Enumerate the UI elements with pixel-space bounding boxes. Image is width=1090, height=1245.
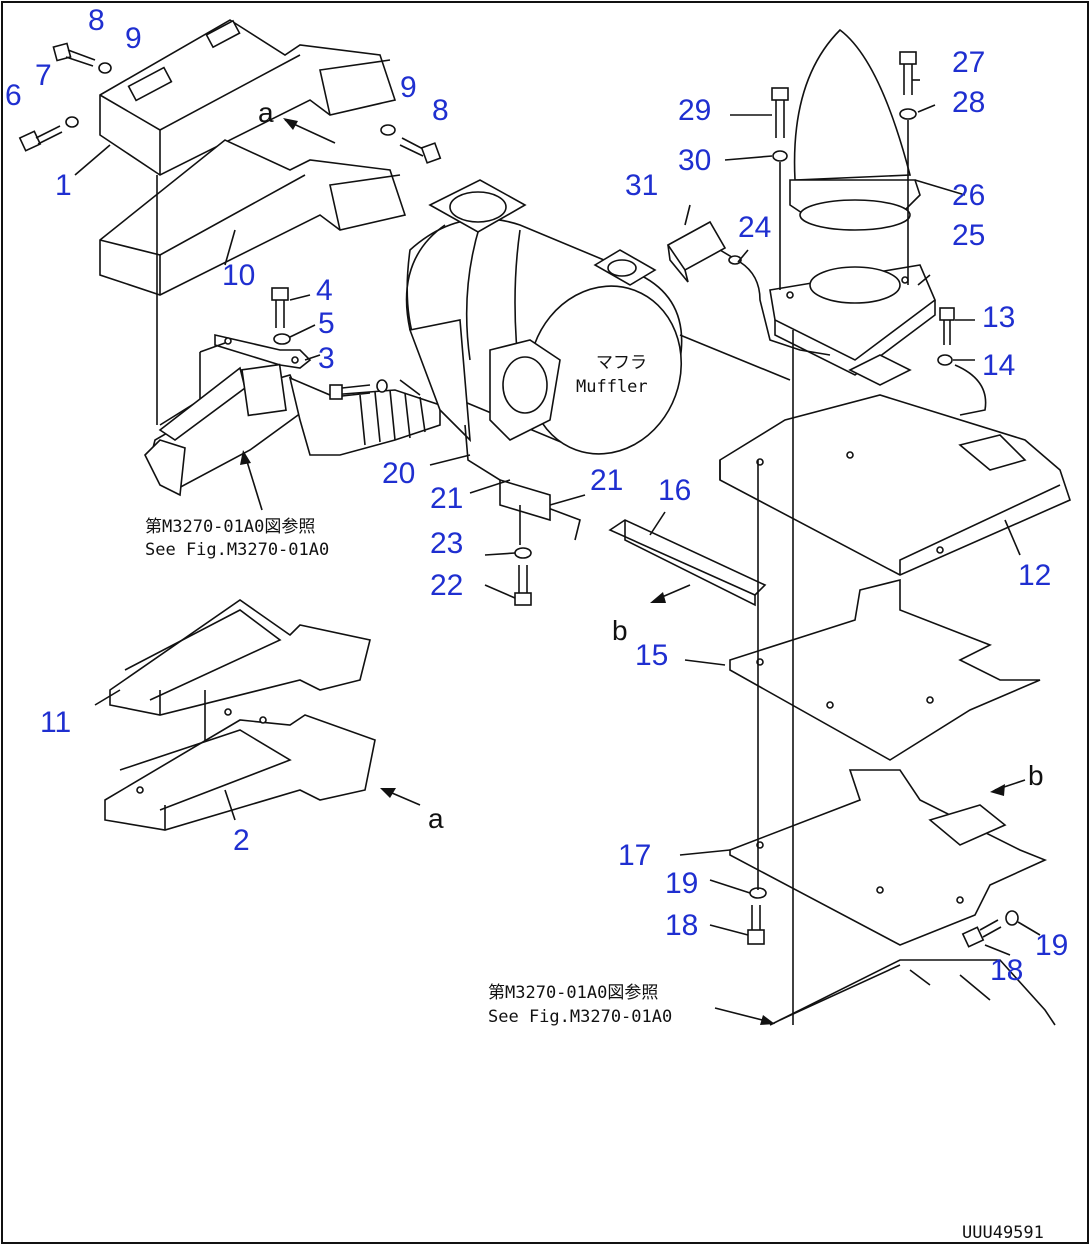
bolt-4 [271,287,289,328]
washer-5 [273,333,291,345]
ref-note-left-en: See Fig.M3270-01A0 [145,540,329,560]
view-letter-b-left: b [612,615,628,646]
view-letter-a-top: a [258,97,274,128]
cover-part-1 [99,19,397,176]
plate-12 [719,354,1071,576]
callout-26: 26 [952,179,985,212]
leader-lines [74,79,1041,956]
bracket-16 [608,519,767,607]
callout-18-left: 18 [665,909,698,942]
flange-plate-25 [769,264,936,376]
callout-25: 25 [952,219,985,252]
callout-30: 30 [678,144,711,177]
callout-14: 14 [982,349,1015,382]
ref-arrow-left [240,450,251,465]
ref-arrow-right [760,1015,775,1025]
washer-19-right [1005,910,1019,926]
frame-fragment-bottom [769,959,1056,1026]
callout-22: 22 [430,569,463,602]
bolt-18-right [961,919,1002,948]
ref-note-right-en: See Fig.M3270-01A0 [488,1007,672,1027]
callout-1: 1 [55,169,72,202]
callout-9-right: 9 [400,71,417,104]
exhaust-pipe [144,363,441,497]
callout-3: 3 [318,342,335,375]
callout-2: 2 [233,824,250,857]
callout-8-left: 8 [88,4,105,37]
callout-10: 10 [222,259,255,292]
callout-21-right: 21 [590,464,623,497]
callout-19-left: 19 [665,867,698,900]
bolt-8-left [52,42,96,67]
bolt-22 [514,565,532,606]
callout-13: 13 [982,301,1015,334]
callout-20: 20 [382,457,415,490]
bolt-18-left [747,905,765,945]
view-b-arrow-left [650,592,666,603]
bolt-6 [18,125,63,152]
callout-29: 29 [678,94,711,127]
callout-6: 6 [5,79,22,112]
callout-27: 27 [952,46,985,79]
callout-23: 23 [430,527,463,560]
pipe-clamp-bolt [329,379,388,400]
view-letter-b-right: b [1028,760,1044,791]
view-a-arrow-top [283,118,298,130]
bolt-27 [899,51,917,95]
bolt-13 [939,307,955,345]
callout-28: 28 [952,86,985,119]
washer-9-left [98,62,112,74]
callout-11: 11 [40,706,71,739]
muffler-label-jp: マフラ [596,353,647,373]
lower-cover-part-2 [104,708,376,831]
bracket-21 [499,478,551,522]
plate-15 [729,578,1041,761]
callout-24: 24 [738,211,771,244]
bolt-8-right [399,137,442,164]
callout-15: 15 [635,639,668,672]
callout-4: 4 [316,274,333,307]
callout-7: 7 [35,59,52,92]
callout-17: 17 [618,839,651,872]
drawing-id: UUU49591 [962,1223,1044,1243]
ref-note-right-jp: 第M3270-01A0図参照 [488,983,658,1003]
bolt-29 [771,87,789,138]
washer-23 [514,547,532,559]
lower-cover-part-11 [109,599,371,716]
view-letter-a-bottom: a [428,803,444,834]
callout-21-left: 21 [430,482,463,515]
view-a-arrow-bottom [380,788,396,798]
plate-17 [729,769,1048,946]
callout-8-right: 8 [432,94,449,127]
muffler-label-en: Muffler [576,377,648,397]
washer-7 [65,116,79,128]
washer-30 [772,150,788,162]
callout-12: 12 [1018,559,1051,592]
cover-part-10 [99,139,407,296]
callout-31: 31 [625,169,658,202]
washer-14 [937,354,953,366]
washer-28 [899,108,917,120]
callout-5: 5 [318,307,335,340]
cone-cap-26 [789,28,921,231]
sensor-31 [666,220,727,283]
callout-9-left: 9 [125,22,142,55]
ref-note-left-jp: 第M3270-01A0図参照 [145,517,315,537]
callout-16: 16 [658,474,691,507]
washer-9-right [380,124,396,136]
bracket-3 [214,333,312,369]
callout-18-right: 18 [990,954,1023,987]
view-b-arrow-right [990,784,1005,796]
callout-19-right: 19 [1035,929,1068,962]
muffler [405,179,683,455]
